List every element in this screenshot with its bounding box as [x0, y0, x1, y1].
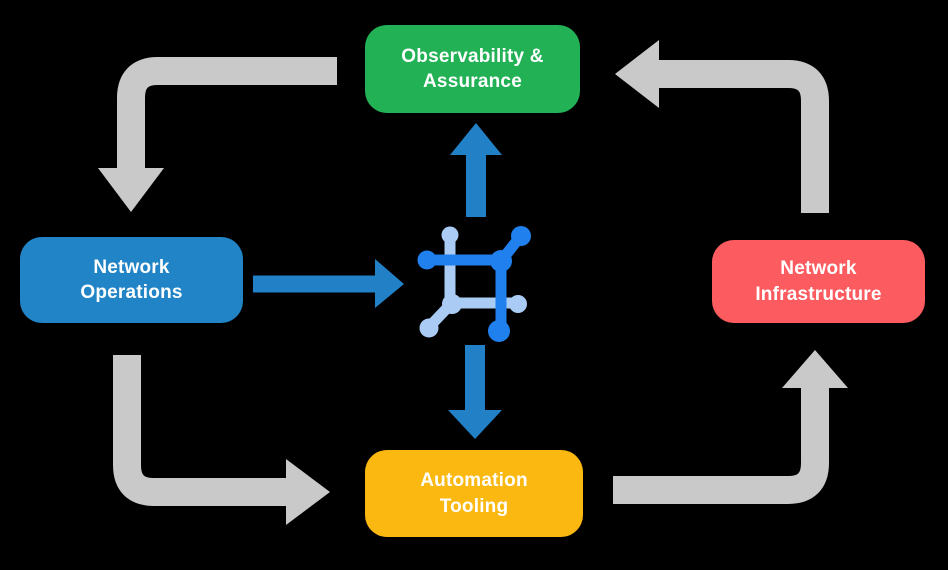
arrow-center-to-automation	[448, 345, 502, 439]
arrow-observability-to-operations	[98, 57, 337, 212]
node-automation-tooling-label: Automation Tooling	[420, 470, 528, 517]
arrow-center-to-observability	[450, 123, 502, 217]
node-network-infrastructure: Network Infrastructure	[712, 240, 925, 323]
arrow-infrastructure-to-observability	[615, 40, 829, 213]
arrow-operations-to-center	[253, 259, 404, 308]
node-network-operations: Network Operations	[20, 237, 243, 323]
node-observability-assurance: Observability & Assurance	[365, 25, 580, 113]
node-network-operations-label: Network Operations	[80, 256, 183, 303]
arrow-operations-to-automation	[113, 355, 330, 525]
node-observability-assurance-label: Observability & Assurance	[401, 45, 544, 92]
network-node-icon	[417, 226, 531, 342]
arrow-automation-to-infrastructure	[613, 350, 848, 504]
node-network-infrastructure-label: Network Infrastructure	[755, 258, 882, 305]
node-automation-tooling: Automation Tooling	[365, 450, 583, 537]
